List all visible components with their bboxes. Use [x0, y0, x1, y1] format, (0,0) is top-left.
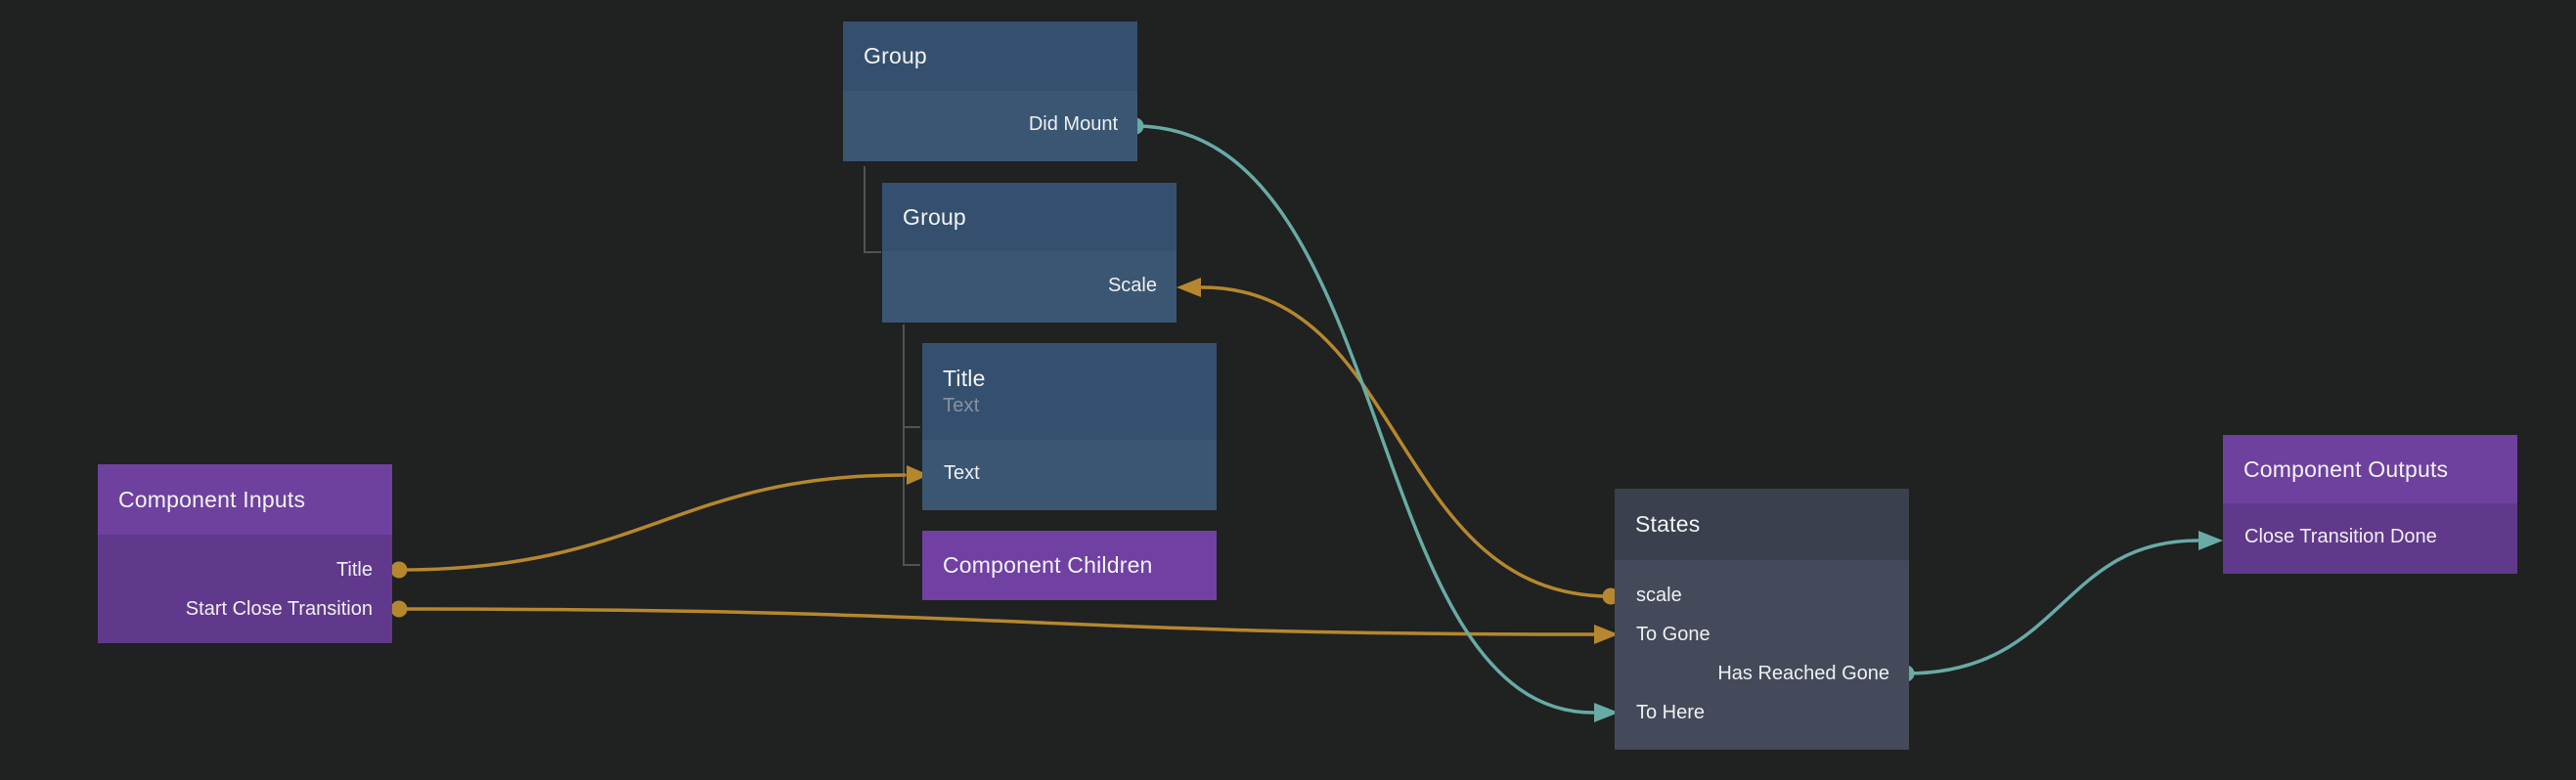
hierarchy-connector-group-to-group [864, 166, 881, 253]
port-to-here[interactable]: To Here [1636, 701, 1706, 723]
node-header: Group [882, 183, 1177, 251]
node-header: Component Children [922, 531, 1217, 600]
wire-scale-to-group-scale[interactable] [1200, 285, 1613, 598]
node-title: Component Outputs [2243, 455, 2449, 482]
node-title: Group [903, 203, 966, 230]
port-start-close-transition-output[interactable]: Start Close Transition [185, 597, 373, 620]
node-body: Did Mount [843, 91, 1137, 161]
node-header: Title Text [922, 343, 1217, 440]
node-body: Text [922, 440, 1217, 510]
port-to-gone[interactable]: To Gone [1636, 623, 1710, 645]
node-title: States [1635, 511, 1701, 537]
node-title-text[interactable]: Title Text Text [922, 343, 1217, 510]
arrowhead-to-here-input [1594, 703, 1619, 722]
arrowhead-to-gone-input [1594, 625, 1619, 644]
node-title: Component Children [943, 552, 1153, 578]
node-body: Close Transition Done [2223, 503, 2517, 574]
node-header: Group [843, 22, 1137, 91]
port-has-reached-gone[interactable]: Has Reached Gone [1717, 662, 1889, 684]
node-component-children[interactable]: Component Children [922, 531, 1217, 600]
node-component-outputs[interactable]: Component Outputs Close Transition Done [2223, 435, 2517, 574]
wire-startclose-to-togone[interactable] [398, 607, 1595, 636]
node-header: Component Inputs [98, 464, 392, 535]
node-body: Title Start Close Transition [98, 535, 392, 643]
hierarchy-connector-group-to-children [903, 325, 920, 566]
wire-title-to-text[interactable] [398, 473, 907, 572]
node-type-subtitle: Text [943, 395, 980, 416]
port-title-output[interactable]: Title [335, 558, 373, 581]
node-title: Group [864, 43, 927, 68]
port-did-mount[interactable]: Did Mount [1028, 112, 1118, 135]
node-group-top[interactable]: Group Did Mount [843, 22, 1137, 161]
node-group-inner[interactable]: Group Scale [882, 183, 1177, 323]
node-title: Component Inputs [118, 486, 306, 512]
node-component-inputs[interactable]: Component Inputs Title Start Close Trans… [98, 464, 392, 643]
wire-didmount-to-tohere[interactable] [1133, 124, 1595, 715]
node-header: States [1615, 489, 1909, 560]
port-scale[interactable]: Scale [1107, 274, 1157, 296]
port-dot-start-close-output[interactable] [390, 600, 408, 618]
port-close-transition-done[interactable]: Close Transition Done [2244, 525, 2437, 547]
node-states[interactable]: States scale To Gone Has Reached Gone To… [1615, 489, 1909, 750]
node-title: Title [943, 366, 986, 391]
node-header: Component Outputs [2223, 435, 2517, 503]
node-body: Scale [882, 251, 1177, 323]
port-states-scale[interactable]: scale [1636, 584, 1682, 606]
port-dot-title-output[interactable] [390, 561, 408, 579]
node-body: scale To Gone Has Reached Gone To Here [1615, 560, 1909, 750]
arrowhead-scale-input [1177, 278, 1201, 297]
port-text[interactable]: Text [944, 461, 980, 484]
wire-reachedgone-to-closedone[interactable] [1904, 539, 2199, 675]
arrowhead-close-transition-done-input [2198, 531, 2223, 550]
arrowhead-text-input [907, 465, 929, 485]
